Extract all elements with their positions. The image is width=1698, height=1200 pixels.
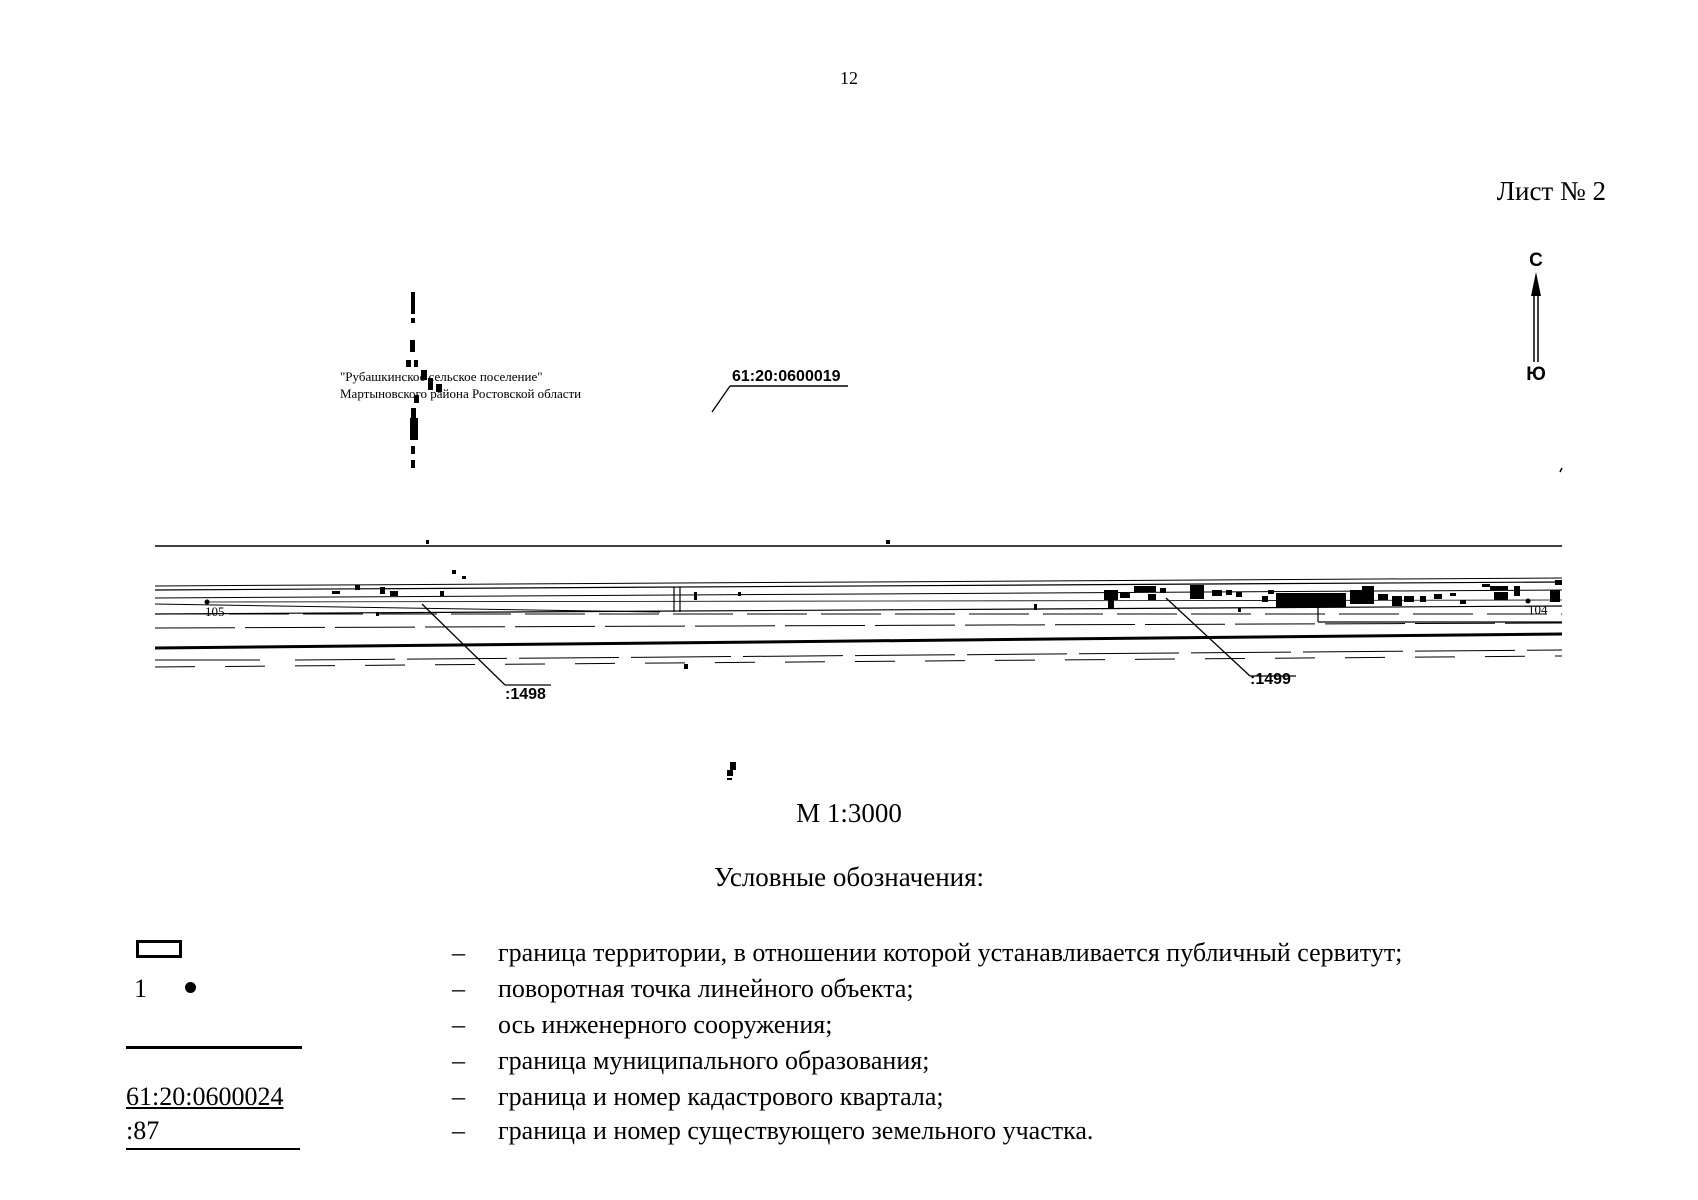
servitude-rectangle-icon — [136, 940, 182, 958]
settlement-name-line1: "Рубашкинское сельское поселение" — [340, 369, 543, 384]
turning-point-icon — [185, 982, 196, 993]
legend-text: поворотная точка линейного объекта; — [498, 974, 914, 1003]
turning-point-105 — [204, 599, 210, 605]
compass-north-label: С — [1529, 250, 1543, 271]
legend-item-cadastral: 61:20:0600024 – граница и номер кадастро… — [126, 1082, 944, 1111]
existing-structures — [332, 540, 1562, 780]
turning-point-104 — [1525, 598, 1531, 604]
legend-item-servitude: – граница территории, в отношении которо… — [0, 938, 1698, 974]
map-scale: М 1:3000 — [796, 798, 902, 828]
turning-point-105-label: 105 — [205, 604, 225, 619]
municipal-boundary-line-icon — [126, 1046, 302, 1049]
legend-item-axis: – ось инженерного сооружения; — [452, 1010, 833, 1039]
svg-text::1498: :1498 — [505, 686, 546, 703]
parcel-boundary-line-icon — [126, 1148, 300, 1150]
cadastral-number-sample: 61:20:0600024 — [126, 1082, 284, 1111]
cadastral-block-boundary — [154, 545, 1563, 668]
page-number: 12 — [840, 68, 858, 88]
cadastral-map: С Ю "Рубашкинское сельское поселение" Ма… — [154, 250, 1563, 780]
municipal-boundary — [406, 292, 442, 468]
compass-south-label: Ю — [1526, 364, 1546, 385]
compass: С Ю — [1526, 250, 1546, 385]
turning-point-104-label: 104 — [1528, 602, 1548, 617]
legend-text: граница муниципального образования; — [498, 1046, 930, 1075]
settlement-name-line2: Мартыновского района Ростовской области — [340, 386, 581, 401]
legend-text: граница и номер кадастрового квартала; — [498, 1082, 944, 1111]
parcel-1498-label: :1498 — [421, 603, 551, 703]
sheet-label: Лист № 2 — [1496, 176, 1606, 206]
parcel-1499-label: :1499 — [1165, 597, 1296, 688]
legend-title: Условные обозначения: — [713, 862, 985, 892]
north-arrow-icon — [1531, 272, 1541, 296]
svg-text:61:20:0600019: 61:20:0600019 — [732, 368, 841, 385]
legend-item-municipal: – граница муниципального образования; — [0, 1046, 1698, 1082]
legend-text: граница территории, в отношении которой … — [498, 938, 1403, 967]
legend-text: ось инженерного сооружения; — [498, 1010, 833, 1039]
legend-text: граница и номер существующего земельного… — [498, 1116, 1094, 1145]
parcel-number-sample: :87 — [126, 1116, 160, 1145]
legend-item-parcel: :87 – граница и номер существующего земе… — [0, 1116, 1698, 1152]
cadastral-block-label: 61:20:0600019 — [711, 368, 848, 413]
legend-item-turning-point: 1 – поворотная точка линейного объекта; — [134, 974, 914, 1003]
servitude-boundary — [154, 581, 1563, 623]
svg-text::1499: :1499 — [1250, 671, 1291, 688]
